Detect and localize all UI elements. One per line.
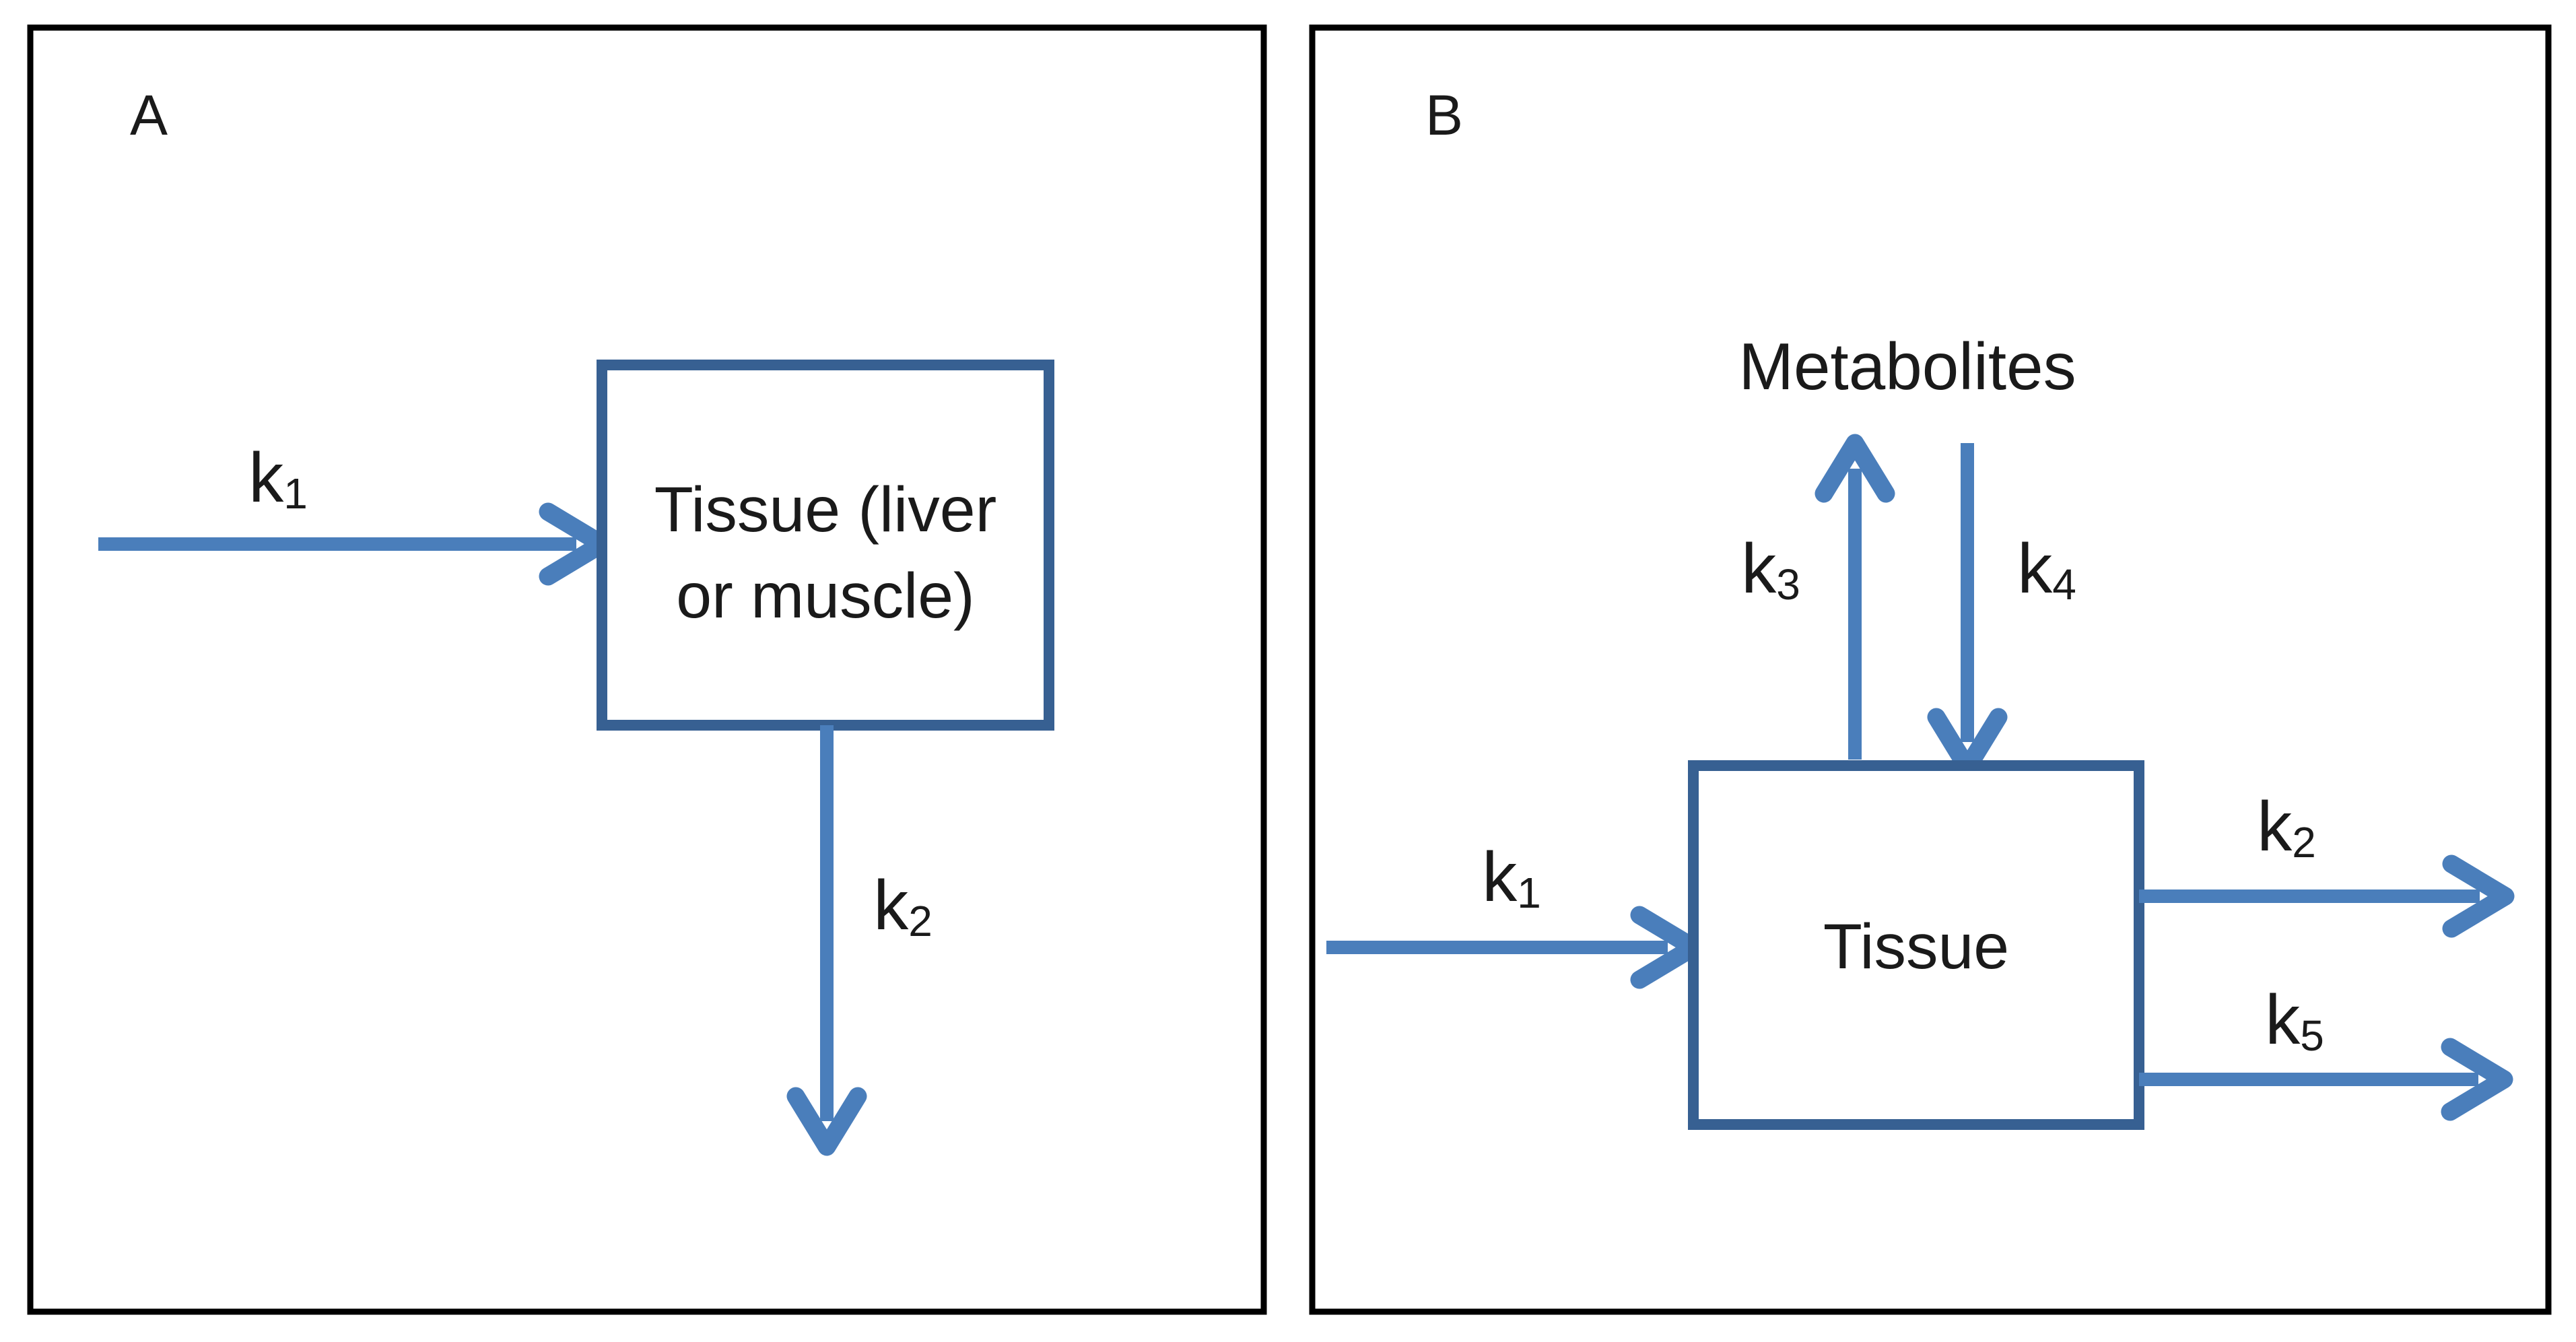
rate-label-k1-a: k1 <box>248 439 308 518</box>
rate-k1-a-subscript: 1 <box>283 469 308 518</box>
rate-k2-b-base: k <box>2257 788 2293 866</box>
rate-k5-b-subscript: 5 <box>2300 1011 2324 1060</box>
panel-a: A k1 Tissue (liver or muscle) k2 <box>27 24 1267 1315</box>
panel-a-label: A <box>130 83 168 147</box>
rate-label-k2-b: k2 <box>2257 788 2316 867</box>
rate-k1-b-base: k <box>1482 838 1518 916</box>
metabolites-label: Metabolites <box>1738 329 2076 403</box>
rate-label-k1-b: k1 <box>1482 838 1541 917</box>
rate-label-k4-b: k4 <box>2017 530 2076 609</box>
arrow-k5-b-head <box>2441 1038 2513 1121</box>
rate-label-k5-b: k5 <box>2265 981 2324 1060</box>
rate-label-k3-b: k3 <box>1741 530 1800 609</box>
tissue-box-a-label-line1: Tissue (liver <box>654 474 997 545</box>
panel-b-label: B <box>1425 83 1463 147</box>
rate-k3-b-base: k <box>1741 530 1777 608</box>
rate-k2-b-subscript: 2 <box>2292 818 2316 867</box>
rate-k1-b-subscript: 1 <box>1517 869 1541 917</box>
rate-k2-a-base: k <box>873 867 909 945</box>
arrow-k5-b <box>2139 1038 2513 1121</box>
arrow-k2-b-head <box>2442 854 2515 938</box>
rate-k1-a-base: k <box>248 439 284 517</box>
rate-k3-b-subscript: 3 <box>1776 560 1800 609</box>
tissue-box-a-label-line2: or muscle) <box>676 560 974 632</box>
rate-k2-a-subscript: 2 <box>908 897 933 945</box>
rate-k4-b-subscript: 4 <box>2052 560 2076 609</box>
tissue-box-b-label: Tissue <box>1823 911 2009 982</box>
arrow-k3-b <box>1815 434 1895 760</box>
rate-k4-b-base: k <box>2017 530 2053 608</box>
arrow-k3-b-head <box>1815 434 1895 503</box>
arrow-k2-b <box>2139 854 2515 938</box>
tissue-box-b <box>1688 760 2144 1130</box>
rate-label-k2-a: k2 <box>873 867 933 945</box>
rate-k5-b-base: k <box>2265 981 2301 1059</box>
arrow-k2-a <box>786 725 867 1156</box>
arrow-k2-a-head <box>786 1087 867 1156</box>
panel-b: B Metabolites k3 k4 k1 Tissue k2 <box>1309 24 2552 1315</box>
